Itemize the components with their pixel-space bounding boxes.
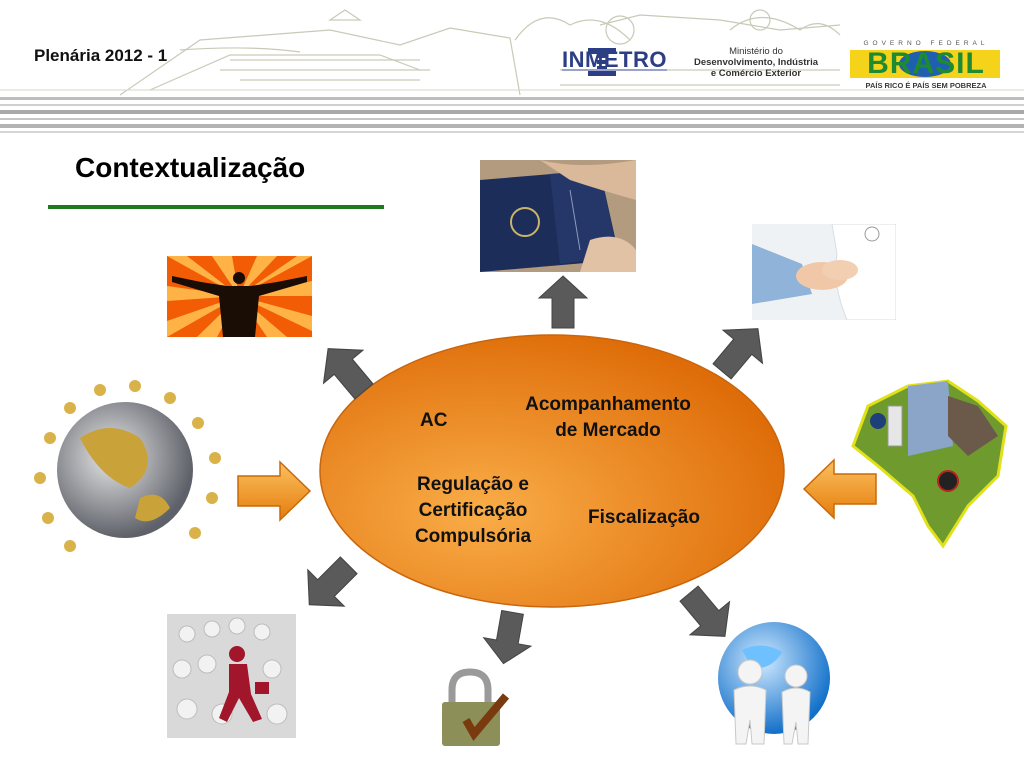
arrow-up-right-icon [712,328,764,380]
brasil-slogan: PAÍS RICO É PAÍS SEM POBREZA [865,81,987,90]
healthcare-hands-image [752,224,896,320]
arrow-up-left-icon [322,348,374,400]
reg-line-1: Regulação e [417,474,529,495]
brazil-map-industry-image [851,379,1008,549]
hub-label-acompanhamento: Acompanhamento de Mercado [503,392,713,444]
ministry-label: Ministério do Desenvolvimento, Indústria… [686,46,826,79]
crowd-leader-image [167,614,296,738]
inmetro-wordmark: INMETRO [562,47,667,72]
brasil-flag-icon [850,50,1000,78]
hub-label-regulacao: Regulação e Certificação Compulsória [398,472,548,550]
ministry-line-3: e Comércio Exterior [710,68,802,79]
arrow-down-icon [482,610,533,665]
page-title: Contextualização [75,152,306,183]
reg-line-3: Compulsória [414,526,532,547]
arrow-down-left-icon [307,556,358,607]
hub-ellipse [319,334,785,608]
ministry-line-1: Ministério do [729,46,783,57]
reg-line-2: Certificação [418,500,528,521]
handshake-globe-image [718,622,830,745]
inmetro-logo-icon [588,48,616,76]
global-people-globe-image [34,380,221,552]
hub-label-ac: AC [420,410,448,431]
slide-label: Plenária 2012 - 1 [34,46,168,65]
arrow-down-right-icon [679,585,731,637]
gov-federal-label: GOVERNO FEDERAL [863,40,989,47]
acomp-line-1: Acompanhamento [525,394,691,415]
freedom-silhouette-image [167,256,312,337]
acomp-line-2: de Mercado [555,420,661,441]
title-underline [48,205,384,209]
ministry-line-2: Desenvolvimento, Indústria [693,57,819,68]
arrow-right-icon [237,460,312,522]
padlock-check-icon [442,668,510,746]
arrow-left-icon [802,458,877,520]
brasil-wordmark: BRASIL [867,47,985,80]
arrow-up-icon [537,275,589,329]
hub-label-fiscalizacao: Fiscalização [588,507,700,528]
work-card-image [480,160,636,272]
